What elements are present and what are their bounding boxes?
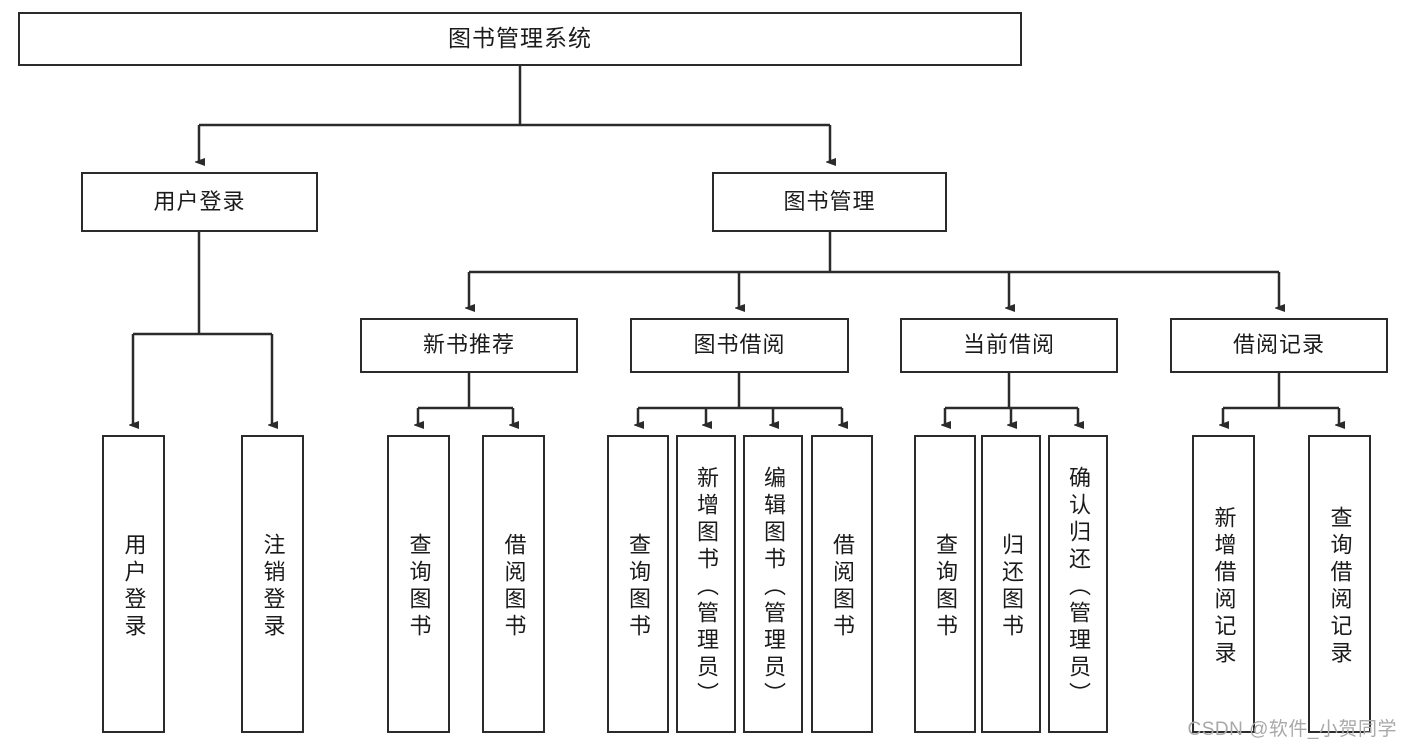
node-label: 新增图书（管理员） [694, 465, 719, 709]
node-book-management[interactable]: 图书管理 [712, 172, 947, 232]
leaf-current-confirm-return-admin[interactable]: 确认归还（管理员） [1048, 435, 1108, 733]
node-label: 查询图书 [626, 533, 651, 641]
node-label: 当前借阅 [962, 332, 1055, 358]
node-new-book-recommend[interactable]: 新书推荐 [360, 318, 578, 373]
leaf-recommend-borrow-book[interactable]: 借阅图书 [482, 435, 545, 733]
leaf-user-login-login[interactable]: 用户登录 [102, 435, 165, 733]
leaf-record-add-record[interactable]: 新增借阅记录 [1192, 435, 1255, 733]
node-label: 用户登录 [121, 533, 147, 641]
node-label: 新书推荐 [422, 332, 515, 358]
node-label: 归还图书 [999, 533, 1024, 641]
node-label: 用户登录 [153, 188, 246, 214]
node-label: 图书借阅 [693, 332, 786, 358]
node-root-system[interactable]: 图书管理系统 [18, 12, 1022, 66]
node-label: 注销登录 [260, 533, 286, 641]
node-user-login[interactable]: 用户登录 [81, 172, 318, 232]
node-borrow-record[interactable]: 借阅记录 [1170, 318, 1388, 373]
node-label: 查询借阅记录 [1327, 506, 1353, 668]
node-current-borrow[interactable]: 当前借阅 [900, 318, 1118, 373]
node-label: 借阅图书 [830, 533, 855, 641]
leaf-current-query-book[interactable]: 查询图书 [914, 435, 976, 733]
node-label: 查询图书 [406, 533, 432, 641]
leaf-borrow-edit-book-admin[interactable]: 编辑图书（管理员） [743, 435, 803, 733]
node-label: 查询图书 [933, 533, 958, 641]
node-label: 借阅图书 [501, 533, 527, 641]
watermark-text: CSDN @软件_小贺同学 [1187, 719, 1397, 740]
leaf-current-return-book[interactable]: 归还图书 [981, 435, 1041, 733]
node-label: 图书管理系统 [448, 25, 592, 52]
leaf-borrow-query-book[interactable]: 查询图书 [607, 435, 669, 733]
leaf-borrow-add-book-admin[interactable]: 新增图书（管理员） [676, 435, 736, 733]
node-book-borrow[interactable]: 图书借阅 [630, 318, 849, 373]
node-label: 新增借阅记录 [1211, 506, 1237, 668]
node-label: 确认归还（管理员） [1066, 465, 1091, 709]
node-label: 编辑图书（管理员） [761, 465, 786, 709]
leaf-record-query-record[interactable]: 查询借阅记录 [1308, 435, 1371, 733]
node-label: 借阅记录 [1232, 332, 1325, 358]
node-label: 图书管理 [783, 188, 876, 214]
leaf-borrow-borrow-book[interactable]: 借阅图书 [811, 435, 873, 733]
leaf-user-login-logout[interactable]: 注销登录 [241, 435, 304, 733]
leaf-recommend-query-book[interactable]: 查询图书 [387, 435, 450, 733]
